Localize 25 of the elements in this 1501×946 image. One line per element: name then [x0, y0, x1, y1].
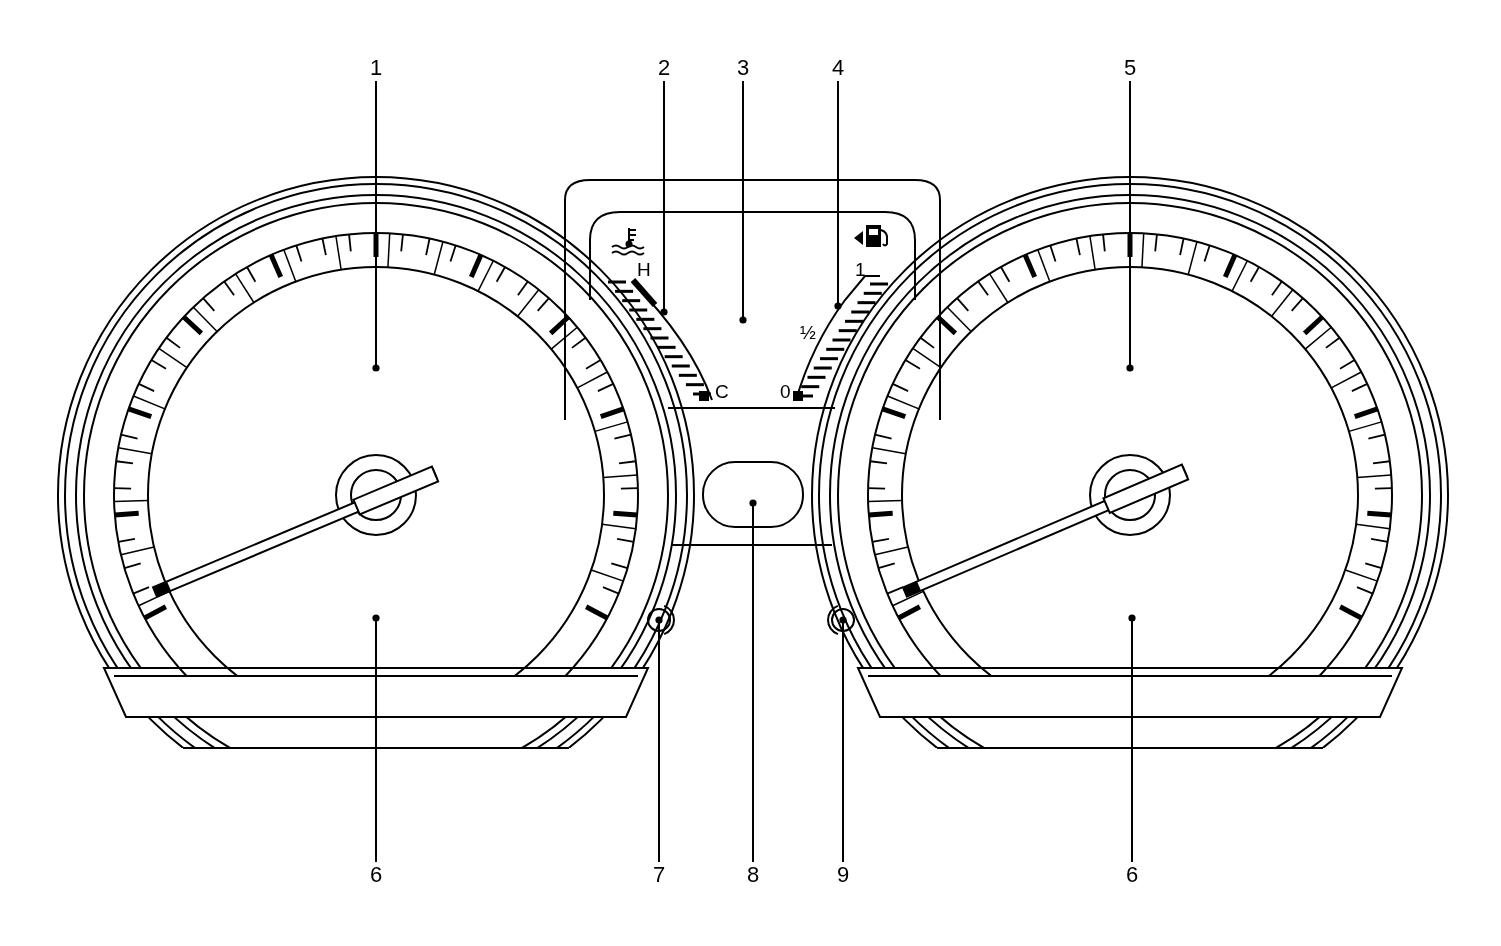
callout-number: 8: [741, 862, 765, 888]
gauge-scale-label: H: [637, 260, 651, 280]
callout-number: 9: [831, 862, 855, 888]
callout-number: 2: [652, 55, 676, 81]
gauge-scale-label: 1: [855, 260, 866, 280]
callout-number: 4: [826, 55, 850, 81]
callout-number: 6: [364, 862, 388, 888]
leader-line: [1126, 80, 1134, 372]
callout-number: 5: [1118, 55, 1142, 81]
leader-line: [839, 616, 847, 863]
gauge-scale-label: ½: [800, 323, 816, 343]
leader-line: [660, 80, 668, 316]
leader-line: [1128, 614, 1136, 863]
callout-number: 6: [1120, 862, 1144, 888]
leader-line: [834, 80, 842, 310]
leader-line: [749, 499, 757, 863]
leader-line: [372, 80, 380, 372]
leader-line: [739, 80, 747, 324]
callout-number: 3: [731, 55, 755, 81]
gauge-scale-label: C: [715, 382, 729, 402]
callout-number: 1: [364, 55, 388, 81]
callout-number: 7: [647, 862, 671, 888]
gauge-scale-label: 0: [780, 382, 791, 402]
leader-line: [372, 614, 380, 863]
leader-line: [655, 616, 663, 863]
